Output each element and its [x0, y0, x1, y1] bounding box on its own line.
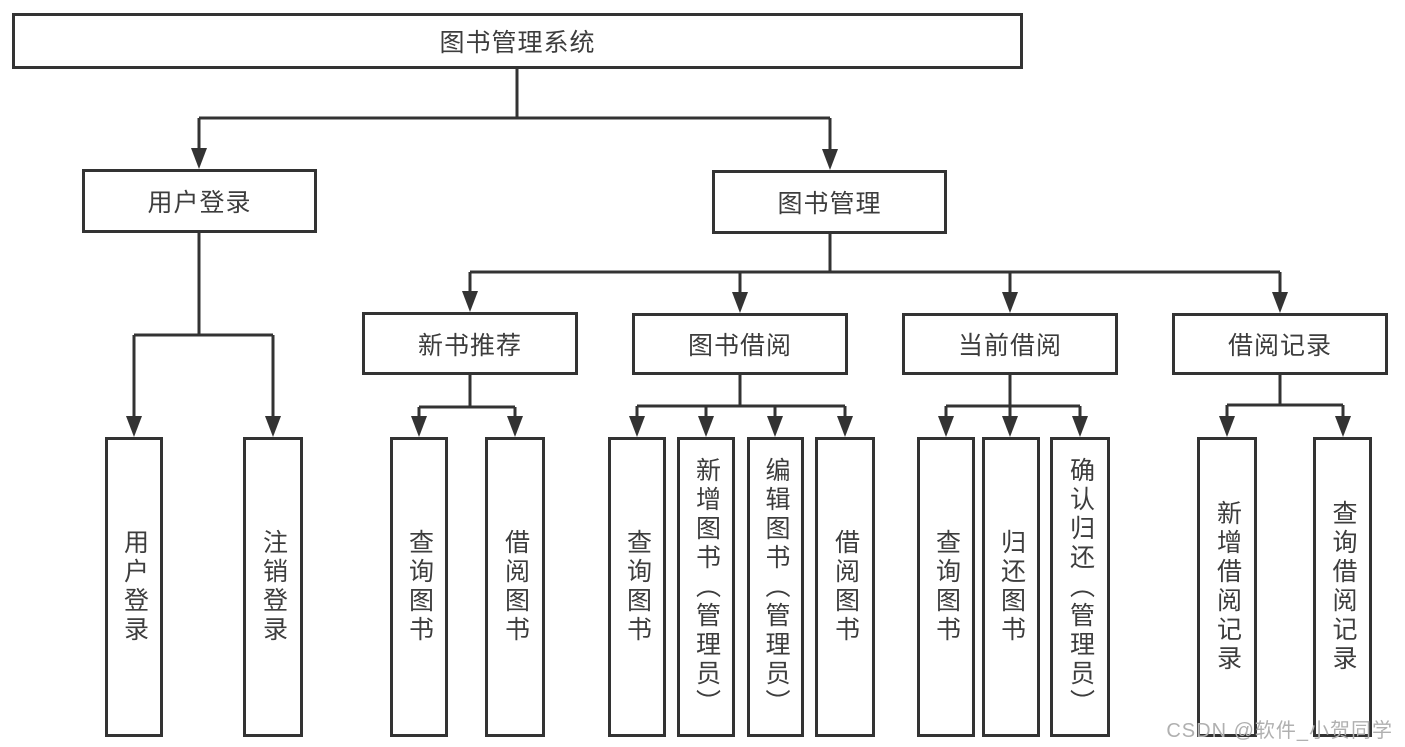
leaf-confirm-return-admin: 确认归还（管理员）: [1050, 437, 1110, 737]
node-book-borrowing: 图书借阅: [632, 313, 848, 375]
leaf-query-books-borrowing: 查询图书: [608, 437, 666, 737]
leaf-borrow-books-recommend: 借阅图书: [485, 437, 545, 737]
leaf-edit-books-admin: 编辑图书（管理员）: [747, 437, 804, 737]
node-current-borrowing: 当前借阅: [902, 313, 1118, 375]
node-label: 查询借阅记录: [1329, 500, 1357, 674]
node-book-management-system: 图书管理系统: [12, 13, 1023, 69]
node-label: 查询图书: [405, 529, 434, 645]
node-label: 借阅记录: [1227, 332, 1332, 360]
node-label: 注销登录: [259, 529, 288, 645]
node-label: 新书推荐: [417, 331, 522, 360]
node-label: 图书管理系统: [439, 29, 596, 57]
leaf-add-borrow-record: 新增借阅记录: [1197, 437, 1257, 737]
leaf-user-login: 用户登录: [105, 437, 163, 737]
arrowheads: [126, 148, 1351, 437]
node-label: 用户登录: [147, 189, 252, 217]
csdn-watermark: CSDN @软件_小贺同学: [1166, 720, 1393, 742]
node-label: 编辑图书（管理员）: [762, 456, 790, 718]
leaf-logout: 注销登录: [243, 437, 303, 737]
node-label: 新增图书（管理员）: [692, 456, 721, 718]
leaf-query-borrow-record: 查询借阅记录: [1313, 437, 1372, 737]
node-borrowing-records: 借阅记录: [1172, 313, 1388, 375]
node-user-login-module: 用户登录: [82, 169, 317, 233]
node-label: 查询图书: [932, 529, 961, 645]
node-new-book-recommendation: 新书推荐: [362, 312, 578, 375]
leaf-return-books: 归还图书: [982, 437, 1040, 737]
leaf-query-books-current: 查询图书: [917, 437, 975, 737]
leaf-borrow-books-borrowing: 借阅图书: [815, 437, 875, 737]
node-label: 归还图书: [997, 529, 1026, 645]
connector-strokes: [132, 69, 1345, 417]
node-label: 图书管理: [777, 190, 882, 218]
leaf-query-books-recommend: 查询图书: [390, 437, 448, 737]
node-label: 用户登录: [120, 529, 149, 645]
leaf-add-books-admin: 新增图书（管理员）: [677, 437, 735, 737]
node-label: 借阅图书: [501, 529, 530, 645]
node-label: 确认归还（管理员）: [1066, 456, 1095, 718]
node-book-management: 图书管理: [712, 170, 947, 234]
node-label: 图书借阅: [687, 332, 792, 360]
node-label: 查询图书: [623, 529, 652, 645]
node-label: 当前借阅: [957, 332, 1062, 360]
node-label: 新增借阅记录: [1213, 500, 1242, 674]
node-label: 借阅图书: [831, 529, 860, 645]
